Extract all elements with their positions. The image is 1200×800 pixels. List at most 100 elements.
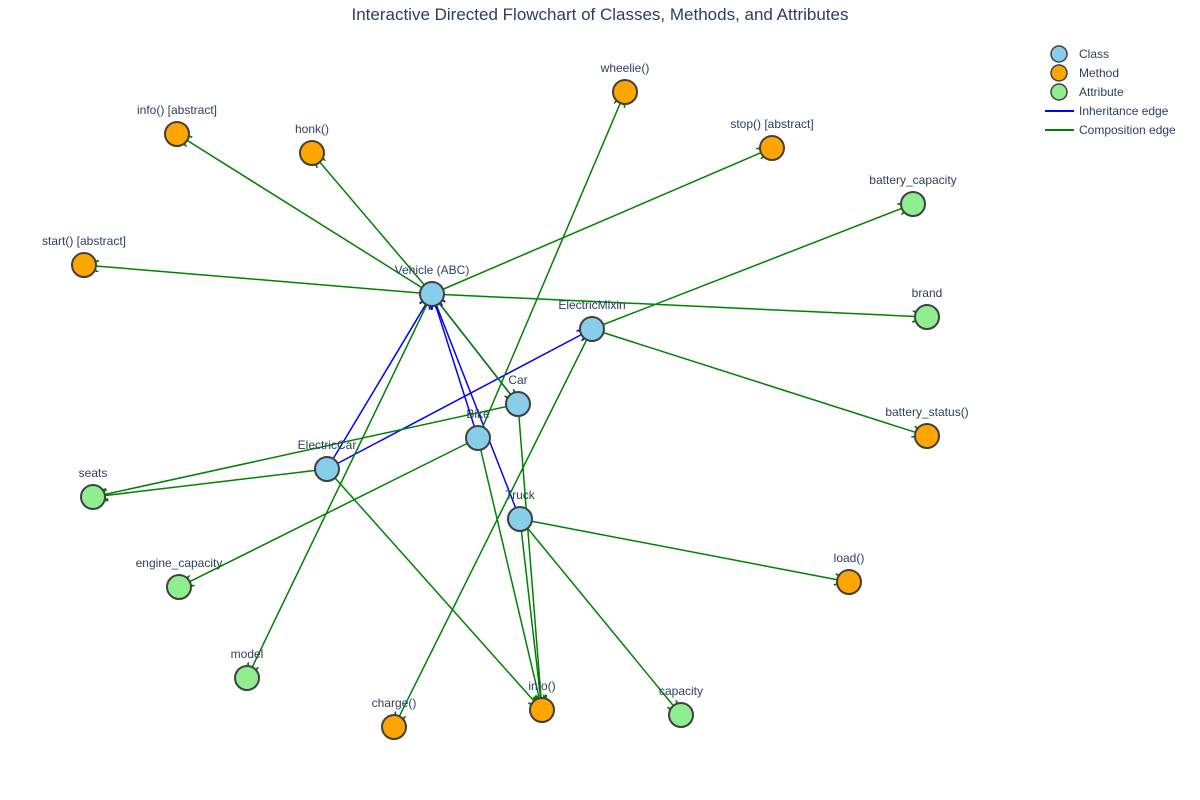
attribute-node-marker[interactable] <box>900 191 926 217</box>
node-label: brand <box>912 286 943 300</box>
node-electriccar[interactable]: ElectricCar <box>298 438 357 482</box>
node-battery_status[interactable]: battery_status() <box>885 405 969 449</box>
node-label: battery_status() <box>885 405 968 419</box>
legend-class-label: Class <box>1079 47 1109 61</box>
legend-composition-label: Composition edge <box>1079 123 1176 137</box>
method-node-marker[interactable] <box>836 569 862 595</box>
composition-edge-bike-to-engine_capacity <box>183 437 479 585</box>
legend-inheritance-label: Inheritance edge <box>1079 104 1169 118</box>
node-label: model <box>231 647 264 661</box>
composition-edge-electricmixin-to-battery_capacity <box>591 205 909 330</box>
node-truck[interactable]: Truck <box>505 488 536 532</box>
node-engine_capacity[interactable]: engine_capacity <box>136 556 223 600</box>
composition-edge-vehicle-to-stop_abs <box>431 150 768 295</box>
node-label: start() [abstract] <box>42 234 126 248</box>
attribute-node-marker[interactable] <box>914 304 940 330</box>
composition-edge-vehicle-to-honk <box>315 156 433 295</box>
node-bike[interactable]: Bike <box>465 407 491 451</box>
node-label: info() <box>528 679 555 693</box>
node-load[interactable]: load() <box>834 551 865 595</box>
node-label: load() <box>834 551 865 565</box>
inheritance-edge-electriccar-to-electricmixin <box>326 331 588 470</box>
composition-edge-vehicle-to-info_abs <box>180 136 433 295</box>
class-node-marker[interactable] <box>505 391 531 417</box>
node-label: info() [abstract] <box>137 103 217 117</box>
legend-item-composition[interactable]: Composition edge <box>1045 123 1176 137</box>
legend-attribute-marker <box>1050 83 1068 101</box>
legend-method-marker <box>1050 64 1068 82</box>
legend-item-method[interactable]: Method <box>1050 64 1119 82</box>
method-node-marker[interactable] <box>914 423 940 449</box>
node-label: ElectricMixin <box>558 298 625 312</box>
method-node-marker[interactable] <box>71 252 97 278</box>
inheritance-edge-truck-to-vehicle <box>433 298 521 520</box>
legend-item-inheritance[interactable]: Inheritance edge <box>1045 104 1169 118</box>
node-label: seats <box>79 466 108 480</box>
method-node-marker[interactable] <box>164 121 190 147</box>
node-stop_abs[interactable]: stop() [abstract] <box>730 117 814 161</box>
node-honk[interactable]: honk() <box>295 122 329 166</box>
edges-layer <box>88 96 923 724</box>
class-node-marker[interactable] <box>314 456 340 482</box>
composition-edge-truck-to-load <box>519 518 845 581</box>
composition-edge-vehicle-to-brand <box>431 293 923 317</box>
node-seats[interactable]: seats <box>79 466 108 510</box>
class-node-marker[interactable] <box>465 425 491 451</box>
composition-edge-truck-to-capacity <box>519 518 678 712</box>
node-battery_capacity[interactable]: battery_capacity <box>869 173 957 217</box>
node-model[interactable]: model <box>231 647 264 691</box>
node-vehicle[interactable]: Vehicle (ABC) <box>395 263 470 307</box>
inheritance-edge-electriccar-to-vehicle <box>326 297 430 470</box>
legend-class-marker <box>1050 45 1068 63</box>
node-label: Car <box>508 373 527 387</box>
composition-edge-vehicle-to-start_abs <box>88 265 433 295</box>
method-node-marker[interactable] <box>612 79 638 105</box>
composition-edge-electriccar-to-seats <box>97 468 328 497</box>
node-wheelie[interactable]: wheelie() <box>600 61 650 105</box>
method-node-marker[interactable] <box>381 714 407 740</box>
node-electricmixin[interactable]: ElectricMixin <box>558 298 626 342</box>
method-node-marker[interactable] <box>759 135 785 161</box>
node-label: honk() <box>295 122 329 136</box>
attribute-node-marker[interactable] <box>166 574 192 600</box>
composition-edge-vehicle-to-car <box>431 293 516 401</box>
legend: Class Method Attribute Inheritance edge … <box>1045 45 1176 137</box>
node-label: Bike <box>466 407 490 421</box>
class-node-marker[interactable] <box>419 281 445 307</box>
node-brand[interactable]: brand <box>912 286 943 330</box>
composition-edge-bike-to-wheelie <box>477 96 623 439</box>
node-info[interactable]: info() <box>528 679 556 723</box>
node-start_abs[interactable]: start() [abstract] <box>42 234 126 278</box>
composition-edge-electricmixin-to-battery_status <box>591 328 923 435</box>
composition-edge-bike-to-info <box>477 437 541 706</box>
legend-item-attribute[interactable]: Attribute <box>1050 83 1124 101</box>
page-title: Interactive Directed Flowchart of Classe… <box>351 5 848 24</box>
node-info_abs[interactable]: info() [abstract] <box>137 103 217 147</box>
attribute-node-marker[interactable] <box>234 665 260 691</box>
node-car[interactable]: Car <box>505 373 531 417</box>
class-node-marker[interactable] <box>579 316 605 342</box>
node-label: engine_capacity <box>136 556 223 570</box>
node-label: wheelie() <box>600 61 650 75</box>
node-label: battery_capacity <box>869 173 956 187</box>
composition-edge-electriccar-to-info <box>326 468 539 707</box>
composition-edge-electricmixin-to-charge <box>396 328 593 723</box>
method-node-marker[interactable] <box>299 140 325 166</box>
legend-item-class[interactable]: Class <box>1050 45 1109 63</box>
legend-method-label: Method <box>1079 66 1119 80</box>
method-node-marker[interactable] <box>529 697 555 723</box>
legend-attribute-label: Attribute <box>1079 85 1124 99</box>
node-label: ElectricCar <box>298 438 357 452</box>
composition-edge-car-to-info <box>517 403 542 706</box>
attribute-node-marker[interactable] <box>668 702 694 728</box>
attribute-node-marker[interactable] <box>80 484 106 510</box>
class-node-marker[interactable] <box>507 506 533 532</box>
node-label: charge() <box>372 696 417 710</box>
node-capacity[interactable]: capacity <box>659 684 703 728</box>
node-charge[interactable]: charge() <box>372 696 417 740</box>
composition-edge-car-to-seats <box>97 403 519 496</box>
node-label: capacity <box>659 684 703 698</box>
